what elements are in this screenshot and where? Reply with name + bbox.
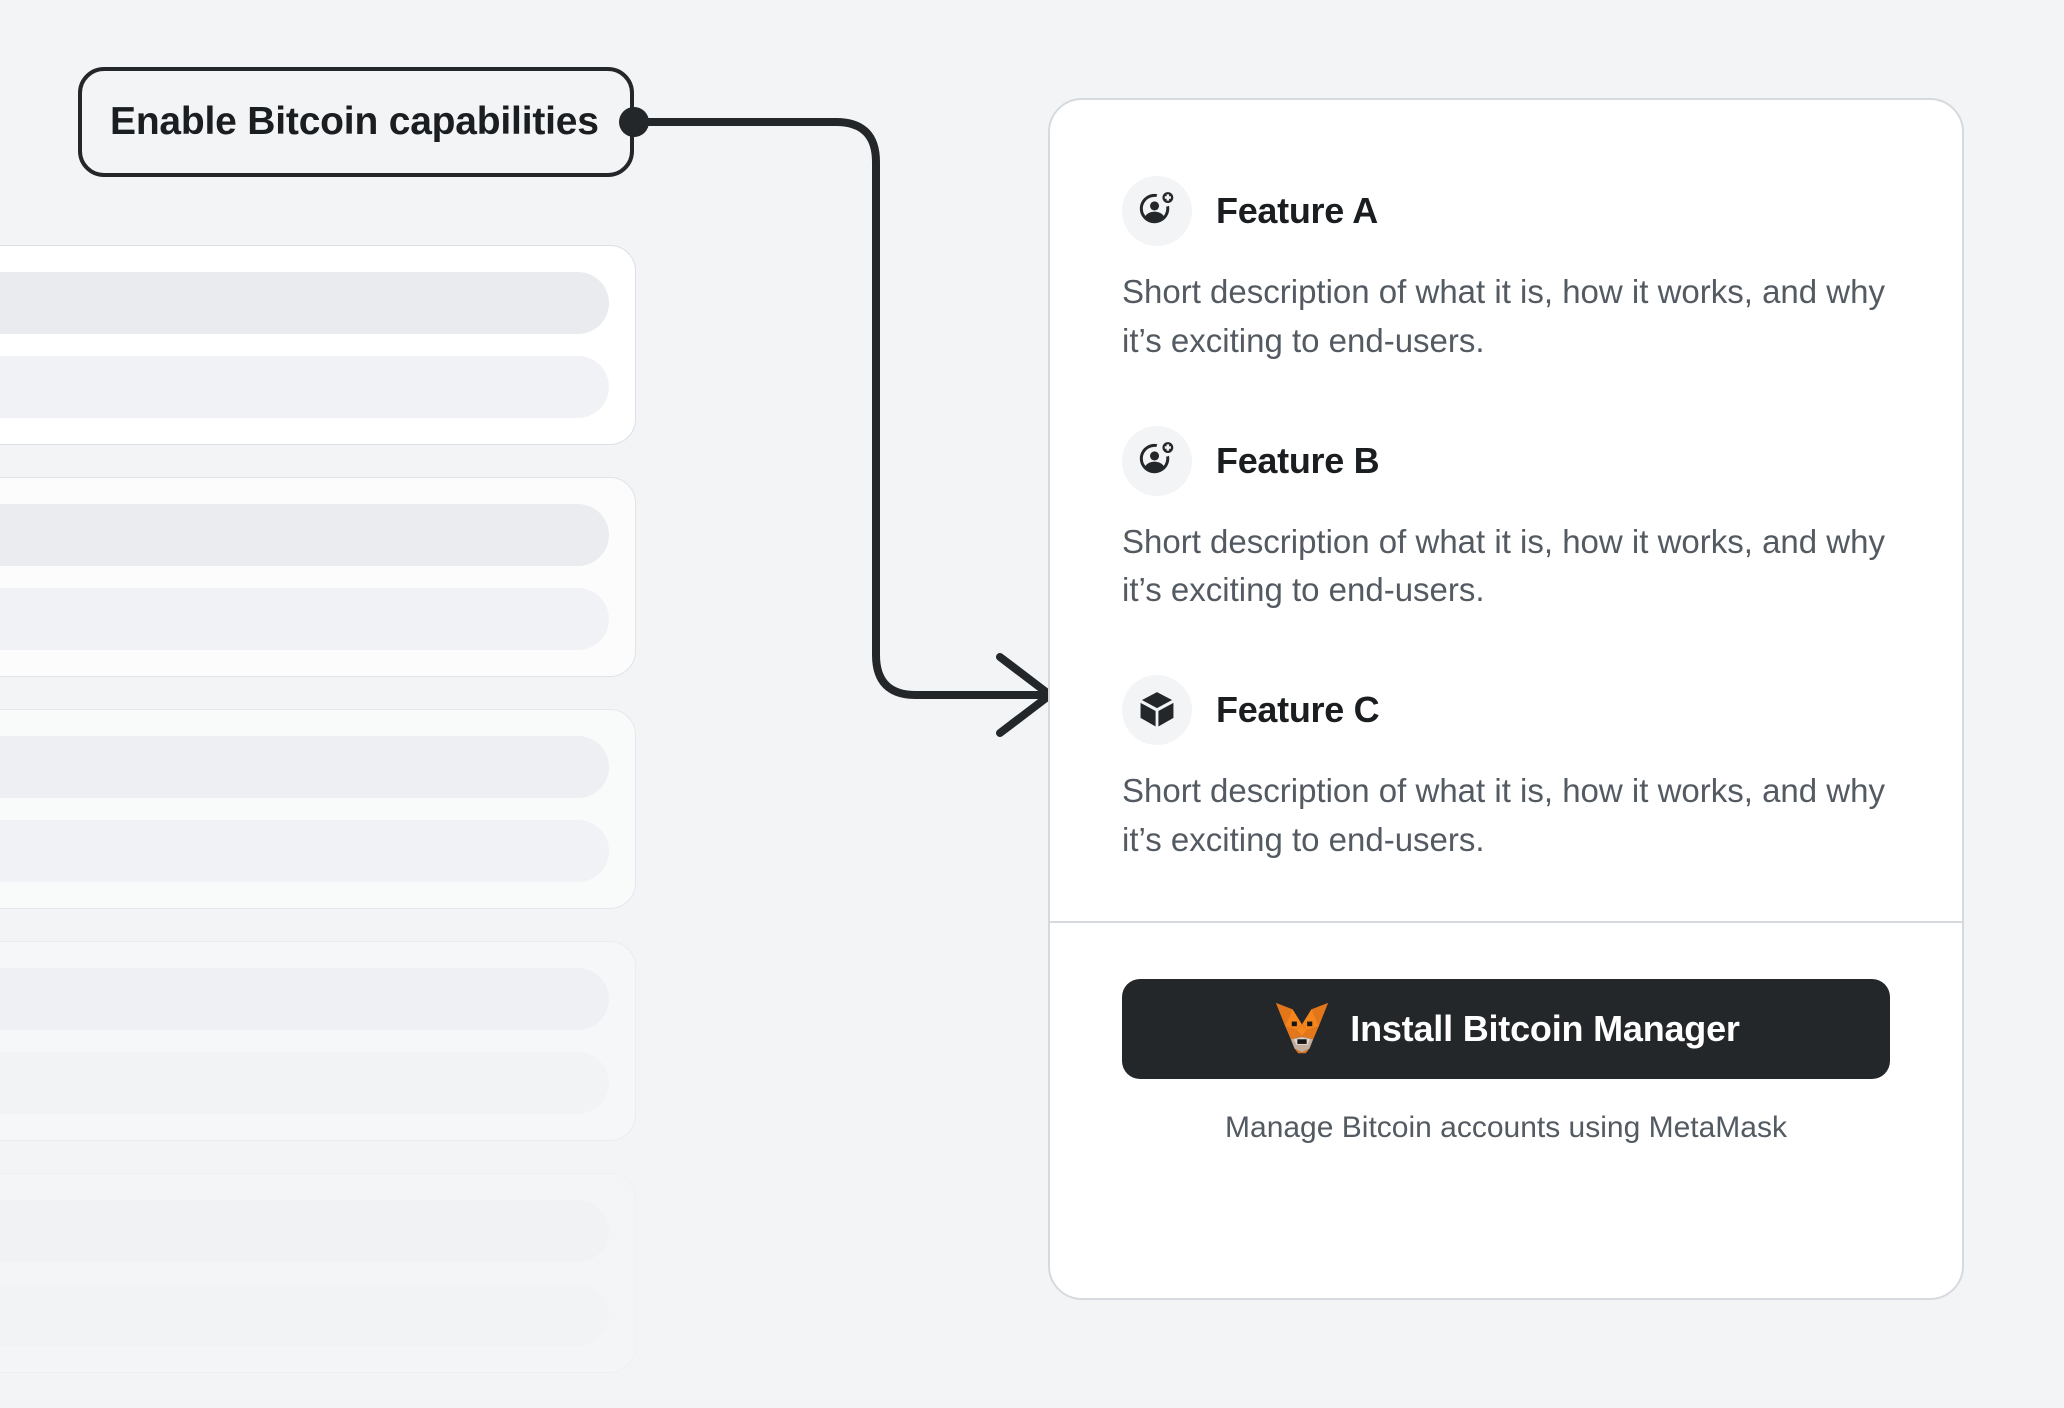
feature-card: Feature A Short description of what it i…: [1048, 98, 1964, 1300]
install-bitcoin-manager-button[interactable]: Install Bitcoin Manager: [1122, 978, 1890, 1079]
feature-title: Feature B: [1216, 439, 1380, 481]
feature-header: Feature A: [1122, 176, 1890, 246]
skeleton-bar: [0, 356, 609, 418]
feature-list: Feature A Short description of what it i…: [1050, 100, 1962, 921]
feature-title: Feature C: [1216, 689, 1380, 731]
skeleton-placeholder-column: [0, 0, 660, 1408]
feature-description: Short description of what it is, how it …: [1122, 772, 1885, 859]
skeleton-card: [0, 1173, 636, 1373]
card-footer: Install Bitcoin Manager Manage Bitcoin a…: [1050, 923, 1962, 1145]
skeleton-card: [0, 245, 636, 445]
cube-icon: [1122, 675, 1192, 746]
skeleton-card: [0, 477, 636, 677]
account-add-icon: [1122, 425, 1192, 496]
feature-title: Feature A: [1216, 190, 1379, 231]
feature-description: Short description of what it is, how it …: [1122, 273, 1885, 359]
metamask-fox-icon: [1276, 1002, 1329, 1054]
skeleton-bar: [0, 820, 609, 882]
feature-item: Feature C Short description of what it i…: [1122, 675, 1890, 865]
skeleton-bar: [0, 504, 609, 566]
skeleton-bar: [0, 968, 609, 1030]
skeleton-card: [0, 709, 636, 909]
connector-arrowhead: [996, 653, 1054, 737]
skeleton-bar: [0, 1052, 609, 1114]
skeleton-card: [0, 941, 636, 1141]
annotation-callout: Enable Bitcoin capabilities: [78, 67, 634, 177]
feature-item: Feature B Short description of what it i…: [1122, 425, 1890, 616]
footer-caption: Manage Bitcoin accounts using MetaMask: [1225, 1110, 1787, 1144]
feature-header: Feature C: [1122, 675, 1890, 746]
skeleton-bar: [0, 272, 609, 334]
annotation-label: Enable Bitcoin capabilities: [110, 100, 599, 143]
feature-header: Feature B: [1122, 425, 1890, 496]
install-button-label: Install Bitcoin Manager: [1350, 1007, 1740, 1049]
skeleton-bar: [0, 588, 609, 650]
skeleton-bar: [0, 1284, 609, 1346]
feature-item: Feature A Short description of what it i…: [1122, 176, 1890, 366]
connector-path: [630, 118, 1050, 699]
skeleton-bar: [0, 1200, 609, 1262]
card-divider: [1050, 920, 1962, 923]
account-add-icon: [1122, 176, 1192, 246]
feature-description: Short description of what it is, how it …: [1122, 522, 1885, 609]
skeleton-bar: [0, 736, 609, 798]
